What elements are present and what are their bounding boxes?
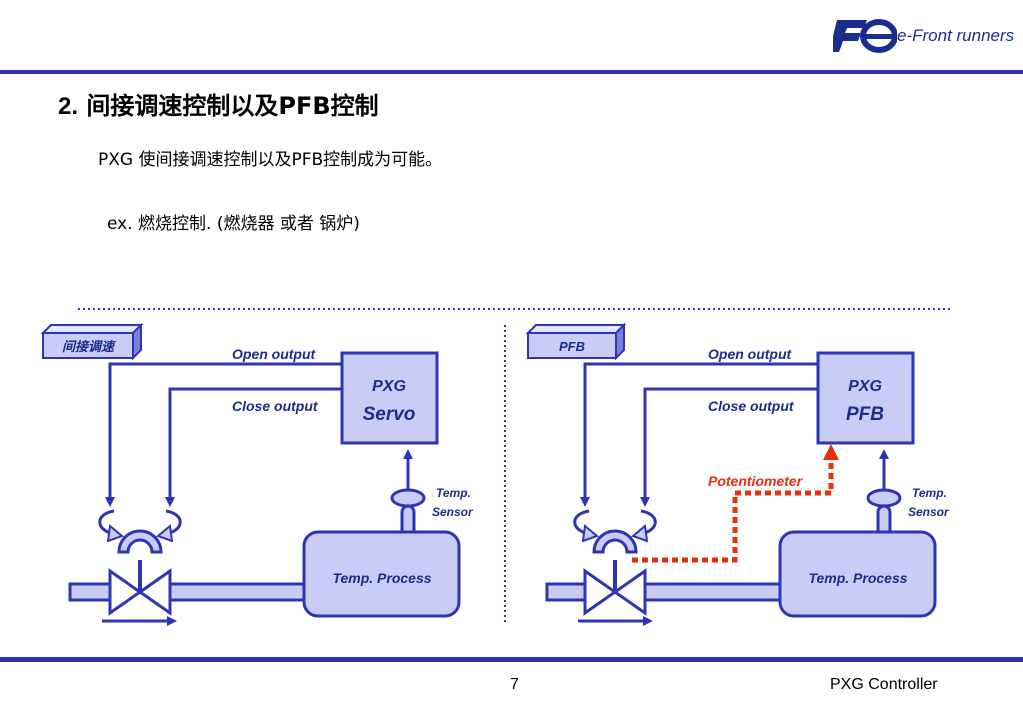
left-rotate-cw-arrowhead — [156, 524, 174, 543]
left-controller-line2: Servo — [363, 404, 416, 425]
left-process-label: Temp. Process — [332, 570, 431, 586]
right-pipe-inlet — [545, 582, 587, 602]
right-process-label: Temp. Process — [808, 570, 907, 586]
left-tag-label: 间接调速 — [62, 339, 117, 354]
title-text: 间接调速控制以及PFB控制 — [86, 92, 379, 120]
right-process-box — [778, 530, 937, 618]
left-sensor-head — [390, 488, 426, 508]
right-rotate-ccw-arrowhead — [581, 524, 599, 543]
fe-logo-icon — [833, 19, 897, 53]
right-diagram: PFB Open output Close output PXG PFB Pot… — [525, 322, 950, 626]
left-tag-box: 间接调速 — [40, 322, 144, 361]
left-valve-icon — [108, 529, 172, 616]
right-open-output-label: Open output — [708, 346, 793, 362]
page-number: 7 — [510, 676, 519, 693]
right-controller-line2: PFB — [846, 404, 884, 425]
right-tag-label: PFB — [559, 339, 585, 354]
footer-title: PXG Controller — [830, 676, 938, 693]
left-sensor-label-2: Sensor — [432, 505, 474, 519]
potentiometer-arrowhead — [823, 444, 839, 460]
right-sensor-label-2: Sensor — [908, 505, 950, 519]
right-close-output-label: Close output — [708, 398, 795, 414]
title-number: 2. — [58, 93, 79, 120]
header-rule — [0, 70, 1023, 74]
left-open-output-label: Open output — [232, 346, 317, 362]
example-line: ex. 燃烧控制. (燃烧器 或者 锅炉) — [107, 214, 360, 234]
left-process-box — [302, 530, 461, 618]
left-controller-line1: PXG — [372, 378, 406, 395]
left-pipe-outlet — [168, 582, 306, 602]
left-diagram: 间接调速 Open output Close output PXG Servo … — [40, 322, 474, 626]
left-rotate-ccw-arrowhead — [106, 524, 124, 543]
right-tag-box: PFB — [525, 322, 627, 361]
right-controller-line1: PXG — [848, 378, 882, 395]
slide-title: 2. 间接调速控制以及PFB控制 — [58, 86, 379, 121]
right-sensor-head — [866, 488, 902, 508]
left-open-output-line — [105, 362, 342, 507]
right-sensor-label-1: Temp. — [912, 486, 947, 500]
left-close-output-line — [165, 387, 342, 507]
left-sensor-label-1: Temp. — [436, 486, 471, 500]
logo-text: e-Front runners — [897, 26, 1015, 45]
potentiometer-label: Potentiometer — [708, 473, 804, 489]
right-valve-icon — [583, 529, 647, 616]
left-close-output-label: Close output — [232, 398, 319, 414]
right-open-output-line — [580, 362, 818, 507]
right-controller-box — [816, 351, 915, 445]
left-controller-box — [340, 351, 439, 445]
potentiometer-feedback-line — [632, 458, 834, 563]
right-rotate-cw-arrowhead — [631, 524, 649, 543]
description-line: PXG 使间接调速控制以及PFB控制成为可能。 — [98, 150, 443, 170]
right-pipe-outlet — [643, 582, 782, 602]
left-pipe-inlet — [68, 582, 112, 602]
right-close-output-line — [640, 387, 818, 507]
footer-rule — [0, 657, 1023, 662]
